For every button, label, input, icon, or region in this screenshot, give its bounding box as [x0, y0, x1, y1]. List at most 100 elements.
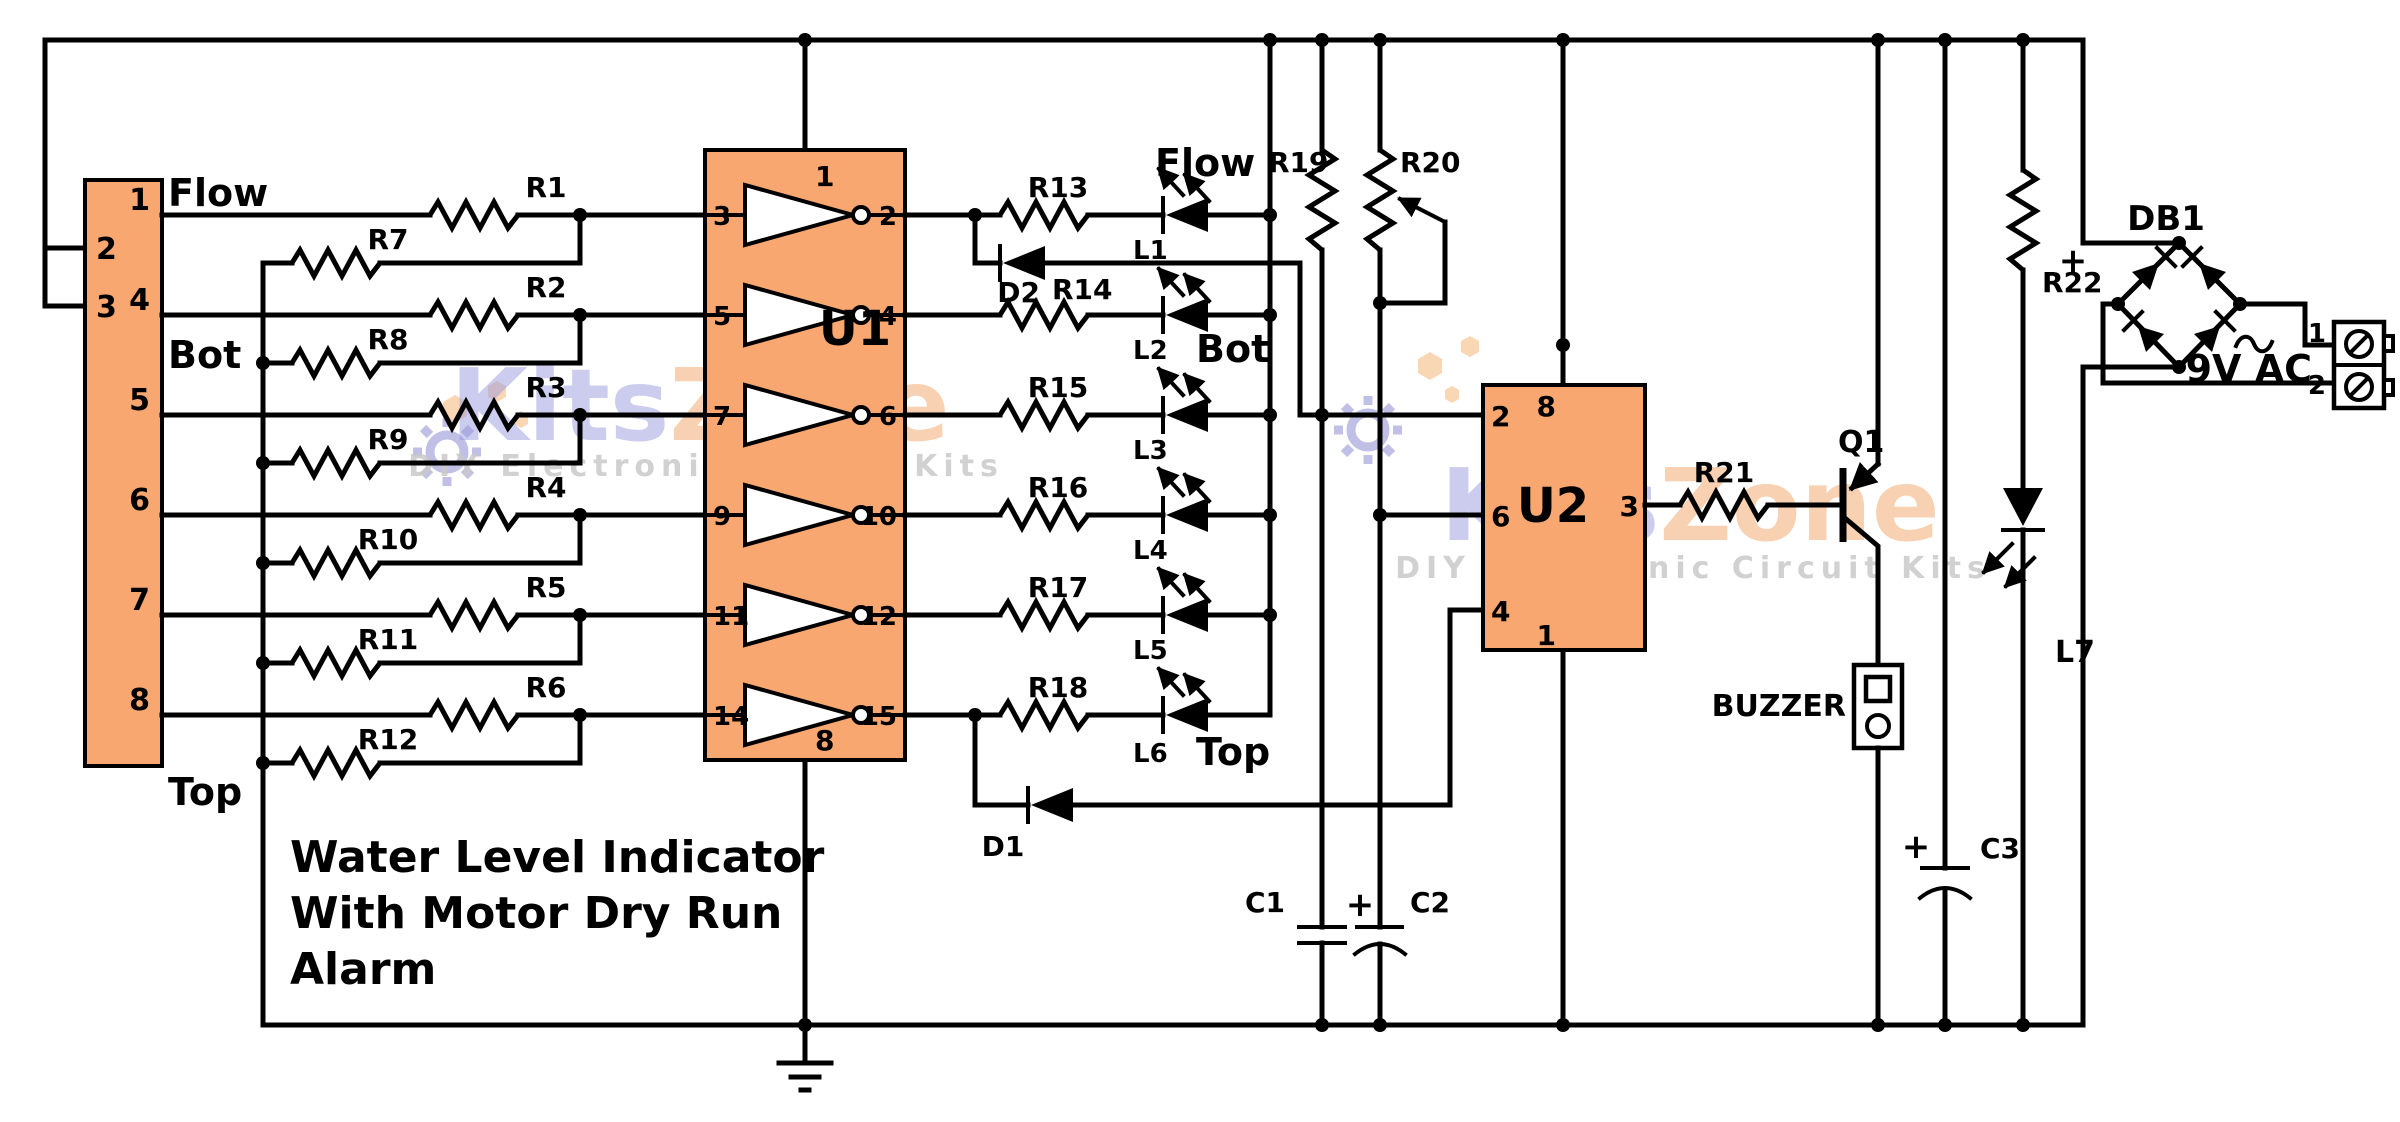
pot-wiper-arrow-icon: [1397, 196, 1448, 225]
ac-terminal-block: 1 2: [2308, 319, 2395, 411]
connector-pin-8: 8: [129, 683, 150, 718]
u1-body: [703, 148, 907, 762]
u2-pin-4: 4: [1491, 595, 1510, 628]
transistor-label: Q1: [1838, 425, 1884, 460]
led-word-top: Top: [1196, 730, 1270, 774]
u1-pin-out: 2: [879, 202, 897, 232]
u2-body: [1481, 383, 1647, 652]
led-label: L3: [1133, 436, 1168, 466]
led-symbols: [1156, 166, 1212, 734]
ac-wires: [2100, 301, 2337, 386]
u1-gates: [703, 182, 907, 748]
power-rails: [42, 37, 2086, 1028]
u1-pin-in: 14: [713, 702, 749, 732]
potentiometer-r20: [1367, 150, 1393, 250]
led-label: L5: [1133, 636, 1168, 666]
resistor-label: R8: [367, 323, 408, 356]
resistor-r22: [2010, 170, 2036, 270]
resistor-r5: [430, 602, 518, 628]
bridge-diodes: [2121, 245, 2237, 352]
ground-symbol: [776, 1022, 834, 1093]
led-word-flow: Flow: [1155, 141, 1255, 185]
u1-pin-in: 9: [713, 502, 731, 532]
led-row-wires: [902, 212, 1273, 718]
led-l5: [1156, 566, 1212, 634]
resistor-r17: [1000, 602, 1088, 628]
u1-pin-in: 3: [713, 202, 731, 232]
sensor-label-flow: Flow: [168, 171, 268, 215]
connector-pin-4: 4: [129, 283, 150, 318]
led-label: L6: [1133, 739, 1168, 769]
u1-pin-out: 4: [879, 302, 897, 332]
resistor-label: R3: [525, 371, 566, 404]
u1-pin-out: 12: [861, 602, 897, 632]
connector-pin-5: 5: [129, 383, 150, 418]
title-line-2: With Motor Dry Run: [290, 888, 782, 939]
u2-label: U2: [1517, 478, 1589, 534]
plus-sign: +: [1902, 827, 1931, 867]
led-l7: L7: [1981, 488, 2095, 670]
row-wires: [159, 212, 708, 718]
resistor-r6: [430, 702, 518, 728]
sensor-connector: 2 3 1 4 5 6 7 8 Flow Bot Top: [83, 171, 268, 814]
r20-c2-branch: R20 + C2: [1346, 37, 1486, 1028]
gear-teeth-icon: [1334, 396, 1402, 464]
r19-c1-branch: R19 C1: [1245, 37, 1347, 1028]
u2-pin-8: 8: [1537, 390, 1556, 423]
u2-pin-3: 3: [1620, 490, 1639, 523]
capacitor-label: C3: [1980, 832, 2020, 865]
resistor-r1: [430, 202, 518, 228]
resistor-label: R9: [367, 423, 408, 456]
input-resistor-network: R1 R2 R3 R4 R5 R6 R7 R8 R9 R10 R11 R12: [159, 171, 708, 1028]
sensor-label-top: Top: [168, 770, 242, 814]
resistor-r15: [1000, 402, 1088, 428]
resistor-label: R10: [358, 523, 419, 556]
led-label: L2: [1133, 336, 1168, 366]
power-led-branch: R22 L7: [1981, 37, 2103, 1028]
led-l2: [1156, 266, 1212, 334]
resistor-label: R17: [1028, 571, 1089, 604]
hexagon-icon: [1461, 336, 1479, 357]
terminal-pin-1: 1: [2308, 319, 2326, 349]
pot-wiper-wire: [1377, 219, 1448, 306]
u1-pin-in: 11: [713, 602, 749, 632]
ac-sine-icon: [2233, 334, 2275, 354]
u1-label: U1: [819, 301, 891, 357]
resistor-label: R6: [525, 671, 566, 704]
sensor-label-bot: Bot: [168, 333, 241, 377]
led-l1: [1156, 166, 1212, 234]
led-l3: [1156, 366, 1212, 434]
resistor-label: R7: [367, 223, 408, 256]
c3-branch: + C3: [1902, 37, 2020, 1028]
connector-pin-2: 2: [96, 232, 117, 267]
terminal-pin-2: 2: [2308, 371, 2326, 401]
plus-sign: +: [1346, 885, 1375, 925]
u1-pin-8: 8: [815, 724, 834, 757]
diode-label: D2: [997, 276, 1040, 309]
u1-pin-out: 10: [861, 502, 897, 532]
u2-pin-2: 2: [1491, 400, 1510, 433]
resistor-label: R12: [358, 723, 419, 756]
title-line-3: Alarm: [290, 944, 436, 995]
plus-sign: +: [2059, 241, 2088, 281]
resistor-label: R2: [525, 271, 566, 304]
buzzer: BUZZER: [1712, 662, 1905, 1028]
supply-label: 9V AC: [2186, 347, 2312, 391]
resistor-r4: [430, 502, 518, 528]
u1-pin-out: 6: [879, 402, 897, 432]
resistor-r16: [1000, 502, 1088, 528]
schematic-title: Water Level Indicator With Motor Dry Run…: [290, 832, 825, 995]
u2-pin-6: 6: [1491, 500, 1510, 533]
resistor-r2: [430, 302, 518, 328]
resistor-label: R1: [525, 171, 566, 204]
buzzer-label: BUZZER: [1712, 689, 1846, 724]
bridge-label: DB1: [2127, 199, 2205, 239]
resistor-label: R21: [1694, 456, 1755, 489]
gear-icon: [425, 430, 469, 474]
resistor-label: R13: [1028, 171, 1089, 204]
capacitor-c2: + C2: [1346, 885, 1450, 957]
hexagon-icon: [1445, 386, 1459, 403]
ic-u2: 8 2 6 4 1 3 U2: [1481, 37, 1647, 1028]
